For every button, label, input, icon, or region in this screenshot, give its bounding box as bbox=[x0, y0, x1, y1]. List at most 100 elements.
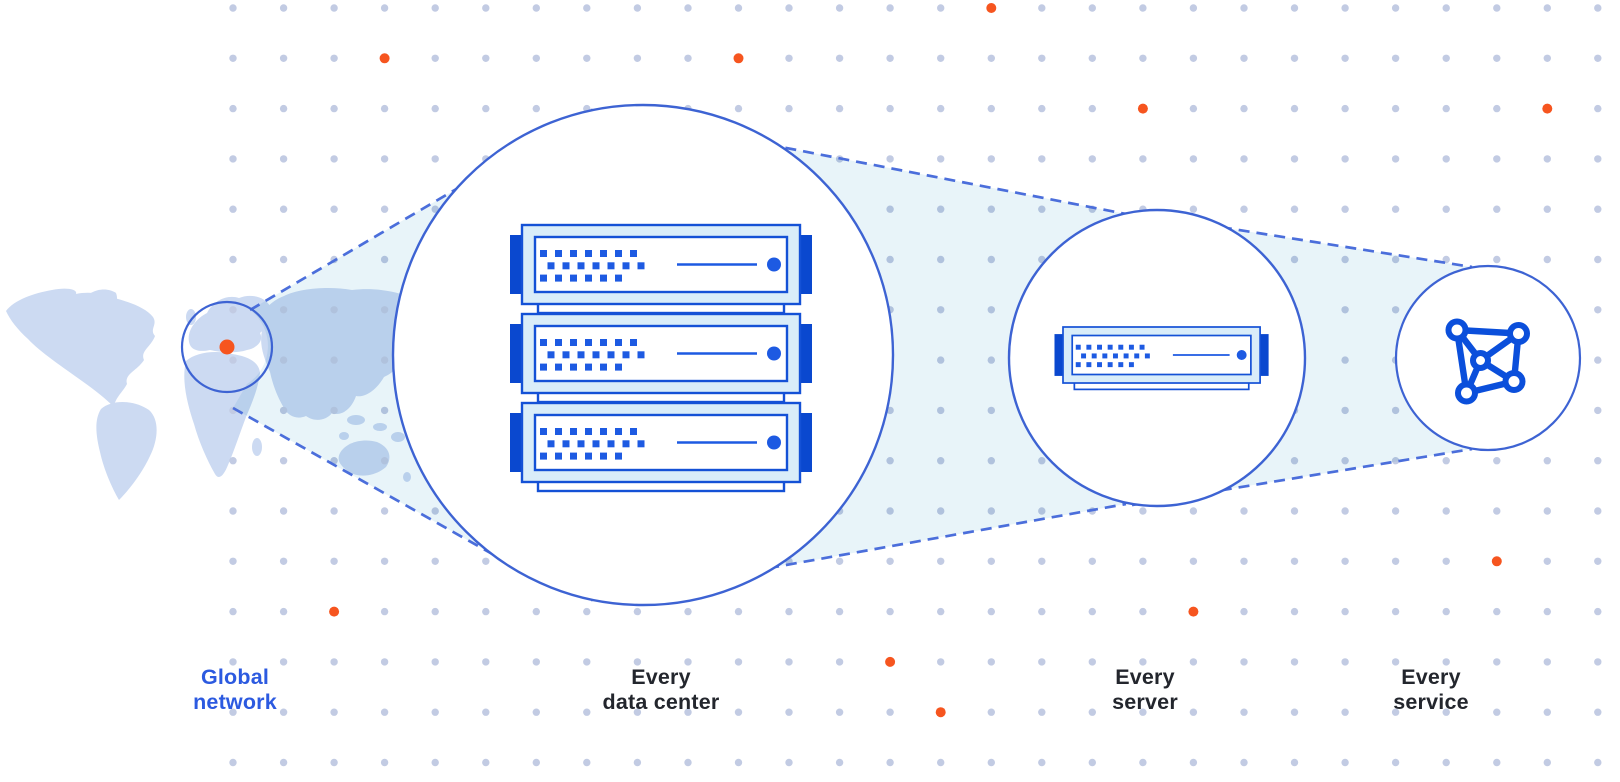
grid-dot bbox=[1442, 758, 1450, 767]
grid-dot bbox=[835, 4, 844, 12]
grid-dot bbox=[1240, 104, 1248, 113]
grid-dot bbox=[279, 205, 288, 213]
grid-dot bbox=[1139, 658, 1147, 666]
grid-dot bbox=[482, 54, 490, 62]
grid-dot bbox=[886, 155, 894, 163]
grid-dot bbox=[1493, 4, 1501, 12]
grid-dot bbox=[1240, 205, 1248, 213]
grid-dot bbox=[1391, 557, 1400, 565]
label-global-network: Global network bbox=[193, 665, 277, 715]
grid-dot bbox=[532, 104, 540, 113]
grid-dot bbox=[1240, 607, 1248, 616]
grid-dot bbox=[279, 155, 288, 163]
grid-dot bbox=[330, 104, 338, 113]
grid-dot bbox=[1038, 658, 1046, 666]
grid-dot bbox=[1240, 4, 1248, 12]
grid-dot bbox=[1442, 507, 1450, 515]
grid-dot bbox=[1290, 758, 1299, 767]
grid-dot bbox=[1038, 4, 1046, 12]
grid-dot bbox=[330, 658, 338, 666]
grid-dot bbox=[279, 658, 288, 666]
grid-dot bbox=[229, 54, 237, 62]
grid-dot bbox=[1290, 658, 1299, 666]
grid-dot bbox=[482, 557, 490, 565]
grid-dot bbox=[1139, 557, 1147, 565]
grid-dot bbox=[987, 708, 995, 716]
grid-dot bbox=[1088, 607, 1097, 616]
grid-dot bbox=[1038, 155, 1046, 163]
grid-dot bbox=[229, 708, 237, 716]
grid-dot bbox=[684, 658, 692, 666]
grid-dot bbox=[1189, 507, 1198, 515]
label-line: Every bbox=[631, 665, 691, 689]
grid-dot bbox=[1442, 104, 1450, 113]
server-unit-icon bbox=[1053, 326, 1270, 391]
grid-dot bbox=[886, 607, 894, 616]
grid-dot bbox=[1594, 205, 1602, 213]
grid-dot bbox=[1189, 708, 1198, 716]
grid-dot bbox=[1038, 708, 1046, 716]
grid-dot bbox=[886, 758, 894, 767]
orange-grid-dot bbox=[379, 53, 390, 64]
grid-dot bbox=[229, 155, 237, 163]
grid-dot bbox=[1341, 507, 1349, 515]
grid-dot bbox=[1088, 758, 1097, 767]
grid-dot bbox=[1341, 205, 1349, 213]
network-node-top-left bbox=[1445, 318, 1469, 342]
grid-dot bbox=[482, 607, 490, 616]
grid-dot bbox=[1189, 557, 1198, 565]
grid-dot bbox=[1442, 607, 1450, 616]
grid-dot bbox=[330, 758, 338, 767]
grid-dot bbox=[835, 758, 844, 767]
grid-dot bbox=[987, 658, 995, 666]
continent-south-america bbox=[96, 401, 157, 500]
grid-dot bbox=[1442, 557, 1450, 565]
grid-dot bbox=[279, 708, 288, 716]
grid-dot bbox=[835, 658, 844, 666]
grid-dot bbox=[684, 708, 692, 716]
grid-dot bbox=[330, 507, 338, 515]
grid-dot bbox=[279, 4, 288, 12]
grid-dot bbox=[684, 4, 692, 12]
grid-dot bbox=[330, 155, 338, 163]
grid-dot bbox=[1189, 205, 1198, 213]
label-line: data center bbox=[602, 690, 720, 714]
grid-dot bbox=[734, 708, 743, 716]
grid-dot bbox=[684, 54, 692, 62]
grid-dot bbox=[937, 557, 945, 565]
grid-dot bbox=[1391, 205, 1400, 213]
grid-dot bbox=[1391, 54, 1400, 62]
label-every-data-center: Every data center bbox=[603, 665, 720, 715]
grid-dot bbox=[1341, 155, 1349, 163]
grid-dot bbox=[886, 104, 894, 113]
grid-dot bbox=[1543, 658, 1552, 666]
grid-dot bbox=[532, 758, 540, 767]
grid-dot bbox=[1290, 155, 1299, 163]
orange-grid-dot bbox=[1491, 556, 1502, 567]
grid-dot bbox=[1594, 557, 1602, 565]
grid-dot bbox=[1139, 708, 1147, 716]
grid-dot bbox=[633, 708, 642, 716]
grid-dot bbox=[785, 758, 793, 767]
grid-dot bbox=[1139, 607, 1147, 616]
grid-dot bbox=[987, 557, 995, 565]
grid-dot bbox=[1493, 457, 1501, 465]
grid-dot bbox=[1442, 205, 1450, 213]
grid-dot bbox=[1240, 758, 1248, 767]
grid-dot bbox=[1240, 54, 1248, 62]
grid-dot bbox=[835, 104, 844, 113]
grid-dot bbox=[279, 557, 288, 565]
grid-dot bbox=[1240, 557, 1248, 565]
grid-dot bbox=[1088, 155, 1097, 163]
grid-dot bbox=[279, 255, 288, 264]
grid-dot bbox=[1493, 54, 1501, 62]
orange-grid-dot bbox=[885, 656, 896, 667]
grid-dot bbox=[886, 708, 894, 716]
grid-dot bbox=[1493, 155, 1501, 163]
grid-dot bbox=[1594, 507, 1602, 515]
grid-dot bbox=[229, 607, 237, 616]
dashed-line-map-bottom bbox=[232, 406, 504, 562]
grid-dot bbox=[633, 658, 642, 666]
grid-dot bbox=[1290, 104, 1299, 113]
